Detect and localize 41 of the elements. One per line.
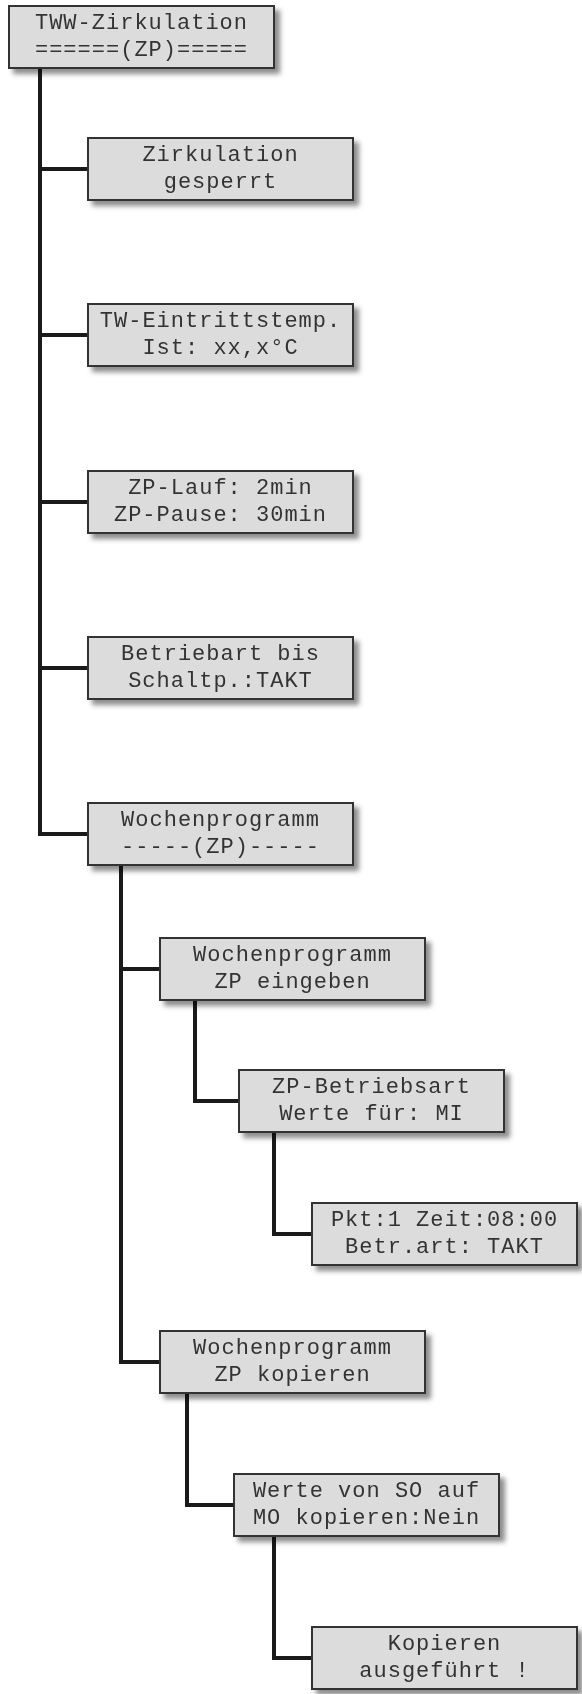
display-text: MO kopieren:Nein <box>252 1505 481 1532</box>
display-text: ZP-Pause: 30min <box>113 502 327 529</box>
display-text: ZP eingeben <box>214 969 371 996</box>
display-box <box>159 937 426 1001</box>
display-text: TWW-Zirkulation <box>34 10 248 37</box>
display-text: ausgeführt ! <box>359 1658 530 1685</box>
display-text: Wochenprogramm <box>193 1335 392 1362</box>
display-text: Ist: xx,x°C <box>142 335 299 362</box>
display-box <box>311 1626 578 1690</box>
display-text: Betr.art: TAKT <box>345 1234 544 1261</box>
connector-line <box>193 1001 238 1103</box>
display-text: Werte für: MI <box>279 1101 464 1128</box>
display-text: ZP-Betriebsart <box>272 1074 471 1101</box>
display-box <box>8 5 275 69</box>
display-box <box>87 636 354 700</box>
display-text: ZP kopieren <box>214 1362 371 1389</box>
display-text: Schaltp.:TAKT <box>128 668 313 695</box>
display-box <box>159 1330 426 1394</box>
display-text: ======(ZP)===== <box>34 37 248 64</box>
display-text: Kopieren <box>387 1631 502 1658</box>
display-text: -----(ZP)----- <box>121 834 320 861</box>
display-text: Werte von SO auf <box>252 1478 481 1505</box>
connector-line <box>119 866 159 1364</box>
display-text: Wochenprogramm <box>121 807 320 834</box>
display-text: ZP-Lauf: 2min <box>128 475 313 502</box>
display-text: Pkt:1 Zeit:08:00 <box>330 1207 559 1234</box>
connector-line <box>272 1537 311 1660</box>
display-box <box>87 303 354 367</box>
display-text: TW-Eintrittstemp. <box>99 308 342 335</box>
display-box <box>233 1473 500 1537</box>
connector-line <box>185 1394 233 1507</box>
connector-line <box>272 1133 311 1236</box>
display-text: Zirkulation <box>142 142 299 169</box>
display-box <box>87 802 354 866</box>
display-text: gesperrt <box>163 169 278 196</box>
display-box <box>87 137 354 201</box>
display-text: Wochenprogramm <box>193 942 392 969</box>
display-box <box>238 1069 505 1133</box>
display-box <box>311 1202 578 1266</box>
display-box <box>87 470 354 534</box>
display-text: Betriebart bis <box>121 641 320 668</box>
